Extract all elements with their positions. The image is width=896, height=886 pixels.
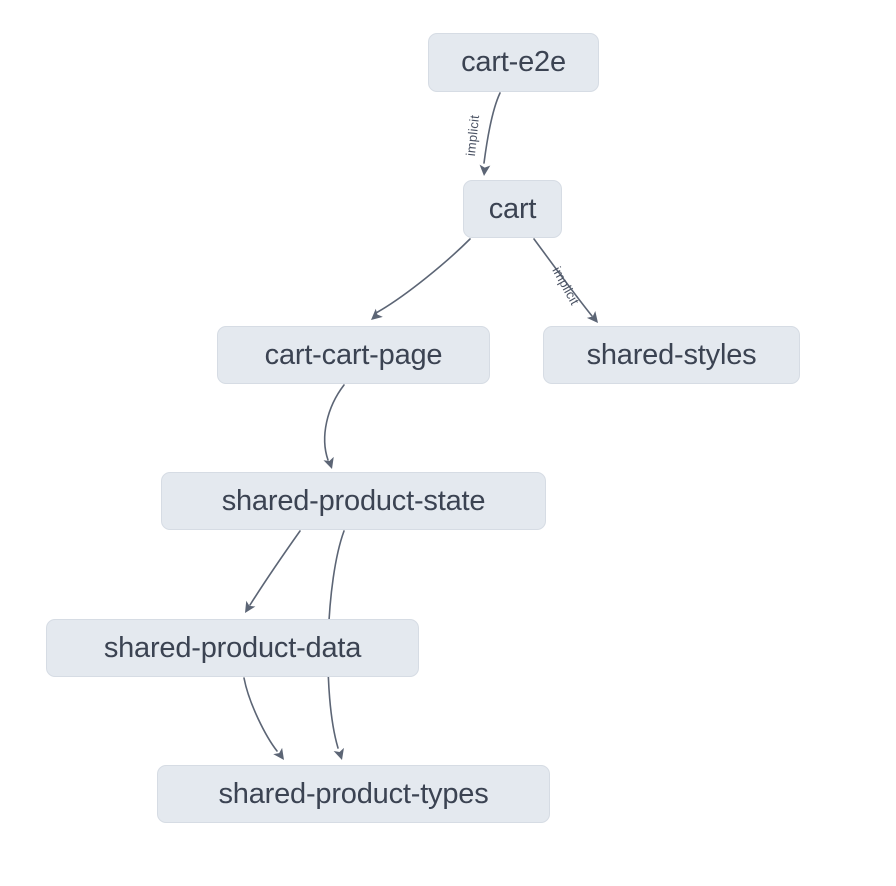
graph-node-label: shared-product-types — [218, 777, 489, 810]
graph-node-label: shared-product-data — [103, 631, 362, 664]
edge-arrowhead — [333, 747, 344, 760]
graph-edge — [371, 238, 471, 320]
edge-arrowhead — [245, 600, 256, 613]
edge-label: implicit — [549, 264, 582, 308]
graph-node-cart-e2e[interactable]: cart-e2e — [428, 33, 599, 92]
edge-line — [375, 238, 471, 314]
edge-line — [323, 384, 345, 461]
edge-arrowhead — [371, 308, 383, 320]
edge-arrowhead — [586, 311, 598, 323]
graph-node-shared-product-state[interactable]: shared-product-state — [161, 472, 546, 530]
graph-edge — [323, 384, 345, 469]
graph-node-label: cart-e2e — [461, 46, 566, 78]
edge-arrowhead — [323, 456, 334, 469]
graph-edge: implicit — [533, 238, 598, 323]
graph-edge — [245, 530, 301, 613]
graph-node-shared-styles[interactable]: shared-styles — [543, 326, 800, 384]
edge-line — [249, 530, 301, 606]
edge-arrowhead — [273, 747, 284, 760]
graph-node-shared-product-types[interactable]: shared-product-types — [157, 765, 550, 823]
edge-arrowhead — [479, 164, 491, 176]
edge-line — [533, 238, 593, 317]
edge-line — [483, 92, 501, 164]
graph-node-cart-cart-page[interactable]: cart-cart-page — [217, 326, 490, 384]
graph-node-label: cart — [488, 192, 537, 225]
graph-node-label: shared-product-state — [221, 484, 486, 517]
graph-node-cart[interactable]: cart — [463, 180, 562, 238]
graph-node-shared-product-data[interactable]: shared-product-data — [46, 619, 419, 677]
edge-line — [243, 677, 278, 752]
graph-edge — [243, 677, 284, 760]
graph-edge: implicit — [463, 92, 501, 176]
edge-label: implicit — [463, 114, 482, 157]
graph-node-label: cart-cart-page — [264, 338, 443, 371]
graph-node-label: shared-styles — [586, 338, 757, 371]
